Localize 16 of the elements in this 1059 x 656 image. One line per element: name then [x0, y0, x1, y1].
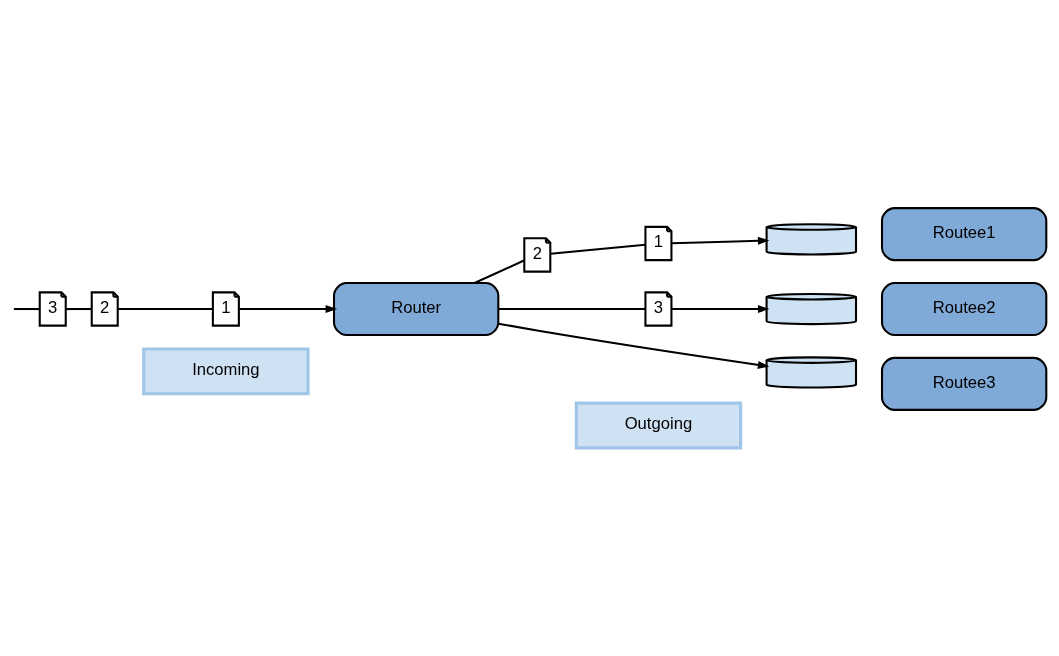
- node-box: Incoming: [142, 347, 310, 396]
- node-box: Routee3: [880, 356, 1048, 411]
- connector: [118, 307, 213, 311]
- connector: [550, 243, 646, 255]
- node-box: Router: [332, 282, 500, 337]
- connector: [65, 307, 92, 311]
- arrow: [671, 305, 770, 314]
- arrow: [671, 236, 770, 245]
- node-box: Routee1: [880, 207, 1048, 262]
- connector: [13, 307, 40, 311]
- connector: [474, 259, 525, 284]
- node-box: Outgoing: [574, 401, 743, 450]
- node-box: Routee2: [880, 282, 1048, 337]
- arrow: [238, 305, 338, 314]
- connector: [498, 307, 646, 311]
- arrow: [498, 322, 770, 369]
